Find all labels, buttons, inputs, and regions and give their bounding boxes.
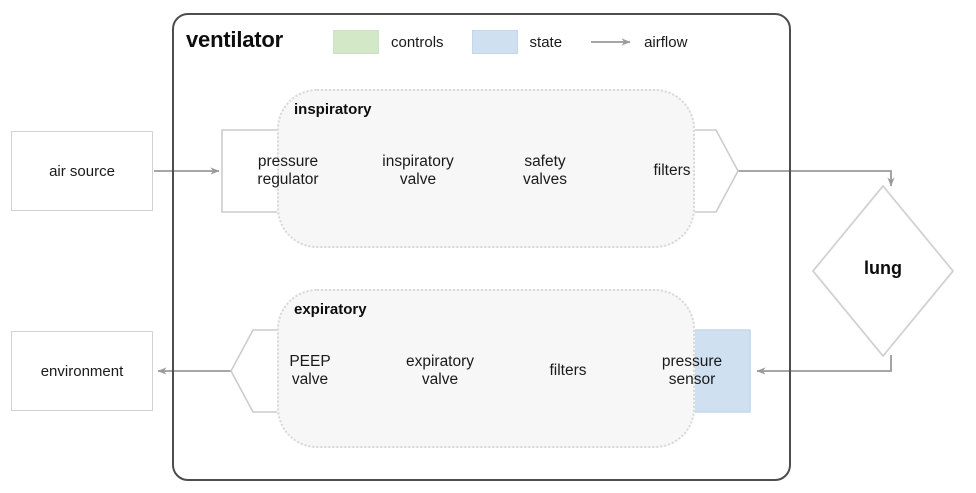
label-filters-expiratory: filters <box>512 331 624 411</box>
label-inspiratory-valve-line1: inspiratory <box>382 153 454 170</box>
node-air-source-label: air source <box>49 162 115 180</box>
legend-item-state: state <box>471 30 563 54</box>
label-pressure-sensor-line1: pressure <box>661 353 723 370</box>
label-pressure-regulator-line2: regulator <box>257 171 319 188</box>
label-expiratory-valve: expiratory valve <box>378 331 502 411</box>
legend-swatch-state <box>471 30 518 54</box>
label-peep-valve: PEEP valve <box>249 331 371 411</box>
label-safety-valves-line1: safety <box>524 153 566 170</box>
label-pressure-sensor-line2: sensor <box>668 371 716 388</box>
label-peep-valve-line1: PEEP <box>289 353 331 370</box>
label-safety-valves-line2: valves <box>523 171 567 188</box>
legend-item-airflow: airflow <box>590 34 687 51</box>
label-safety-valves: safety valves <box>482 131 608 211</box>
label-inspiratory-valve: inspiratory valve <box>356 131 480 211</box>
node-environment-label: environment <box>40 362 124 380</box>
lung-diamond[interactable] <box>812 185 954 357</box>
label-filters-expiratory-line1: filters <box>549 362 587 379</box>
label-expiratory-valve-line2: valve <box>421 371 459 388</box>
connector-filters-to-lung <box>716 170 895 187</box>
label-inspiratory-valve-line2: valve <box>399 171 437 188</box>
legend-label-controls: controls <box>391 33 444 51</box>
legend-swatch-controls <box>333 30 379 54</box>
label-pressure-regulator-line1: pressure <box>257 153 319 170</box>
label-pressure-sensor: pressure sensor <box>636 331 748 411</box>
legend-item-controls: controls <box>333 30 444 54</box>
node-environment[interactable]: environment <box>11 331 153 411</box>
node-air-source[interactable]: air source <box>11 131 153 211</box>
label-filters-inspiratory: filters <box>620 131 724 211</box>
group-inspiratory <box>277 89 695 248</box>
label-pressure-regulator: pressure regulator <box>226 131 350 211</box>
legend-label-airflow: airflow <box>644 33 688 51</box>
group-expiratory-label: expiratory <box>294 301 367 318</box>
label-filters-inspiratory-line1: filters <box>653 162 691 179</box>
label-expiratory-valve-line1: expiratory <box>405 353 475 370</box>
group-inspiratory-label: inspiratory <box>294 101 372 118</box>
ventilator-container <box>172 13 791 481</box>
connector-lung-to-pressure-sensor <box>756 355 892 375</box>
legend-label-state: state <box>529 33 563 51</box>
label-peep-valve-line2: valve <box>291 371 329 388</box>
ventilator-title: ventilator <box>186 27 284 52</box>
node-lung-label: lung <box>864 258 902 278</box>
legend: controls state airflow <box>333 30 687 54</box>
arrow-icon <box>590 35 632 49</box>
group-expiratory <box>277 289 695 448</box>
